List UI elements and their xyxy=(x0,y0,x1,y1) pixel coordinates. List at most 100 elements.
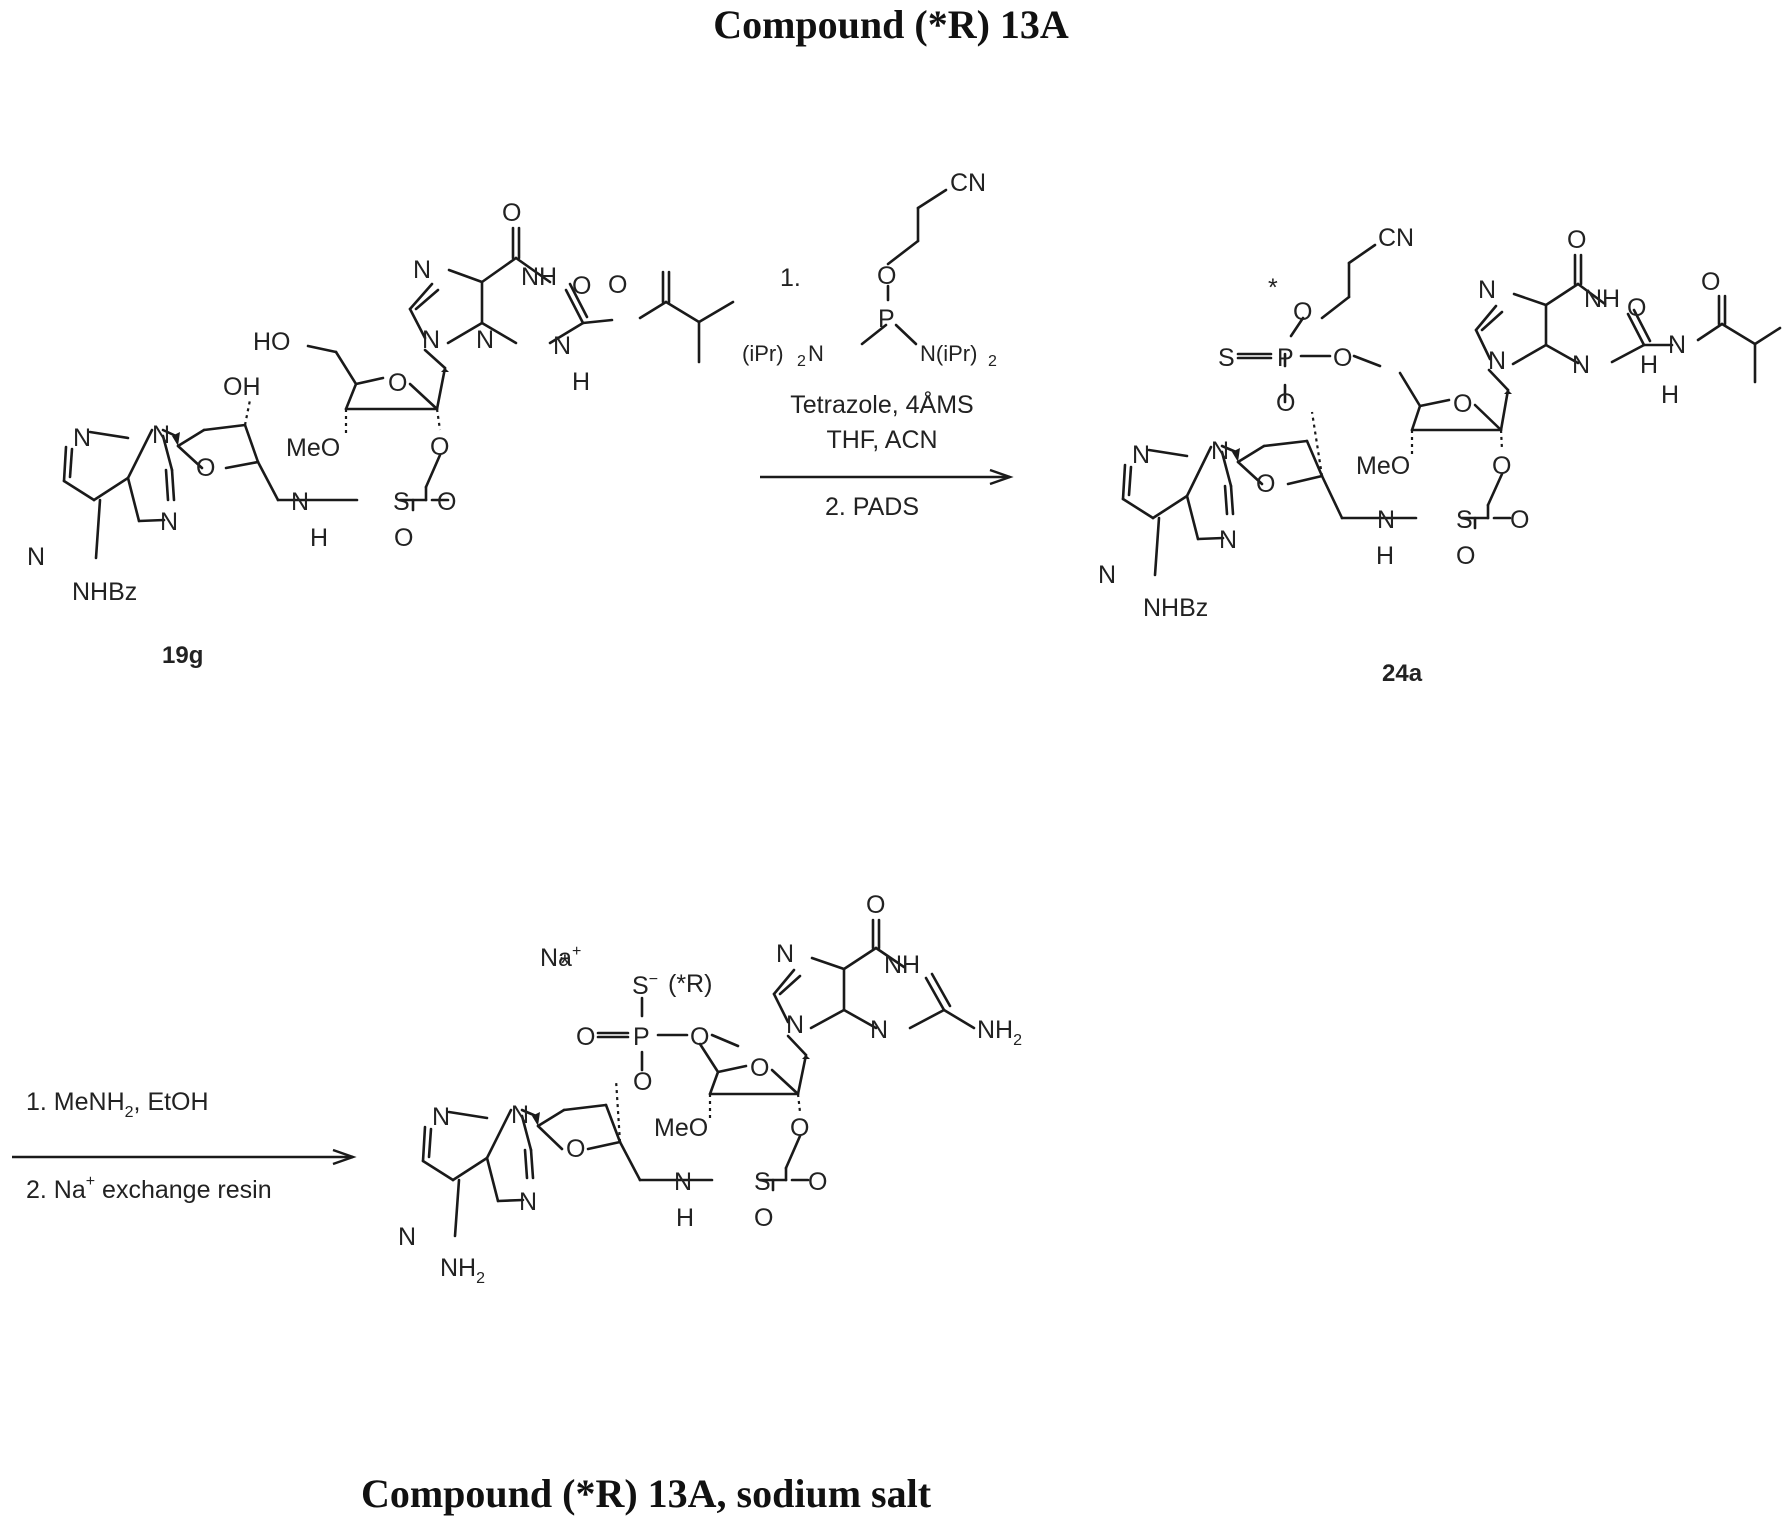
svg-text:O: O xyxy=(1256,470,1275,498)
svg-text:O: O xyxy=(1276,389,1295,417)
svg-text:O: O xyxy=(750,1054,769,1082)
svg-text:S: S xyxy=(1456,506,1473,534)
svg-text:N: N xyxy=(160,508,178,536)
svg-text:N: N xyxy=(519,1188,537,1216)
svg-text:H: H xyxy=(1376,542,1394,570)
svg-text:O: O xyxy=(566,1135,585,1163)
svg-text:N: N xyxy=(1668,331,1686,359)
svg-text:H: H xyxy=(310,524,328,552)
svg-text:S: S xyxy=(1218,344,1235,372)
label-24a: 24a xyxy=(1382,660,1423,687)
reagent-phosphoramidite: CN O P 1. (iPr) 2 N N(iPr) 2 Tetrazole, … xyxy=(742,169,997,521)
svg-text:MeO: MeO xyxy=(654,1114,708,1142)
atoms-19g: O NH O N N N N H O HO O OH MeO O O N H S… xyxy=(27,199,627,669)
svg-text:1.: 1. xyxy=(780,264,801,292)
svg-text:O: O xyxy=(1293,298,1312,326)
svg-text:N: N xyxy=(511,1101,529,1129)
svg-text:O: O xyxy=(790,1114,809,1142)
reaction-arrow-2 xyxy=(12,1150,353,1164)
svg-text:N: N xyxy=(1488,347,1506,375)
svg-text:N: N xyxy=(870,1016,888,1044)
svg-text:H: H xyxy=(1640,351,1658,379)
svg-text:N: N xyxy=(291,488,309,516)
svg-text:MeO: MeO xyxy=(1356,452,1410,480)
svg-text:OH: OH xyxy=(223,373,261,401)
svg-text:O: O xyxy=(430,433,449,461)
svg-text:O: O xyxy=(1453,390,1472,418)
atoms-13a-sodium: Na+ * S− (*R) O P O O O NH N N N NH2 O M… xyxy=(398,891,1022,1287)
svg-text:O: O xyxy=(1492,452,1511,480)
svg-text:O: O xyxy=(196,454,215,482)
svg-text:S: S xyxy=(754,1168,771,1196)
svg-text:NH: NH xyxy=(1584,285,1620,313)
svg-text:N: N xyxy=(1572,351,1590,379)
svg-text:CN: CN xyxy=(1378,224,1414,252)
svg-text:N: N xyxy=(27,543,45,571)
reagent-methylamine: 1. MeNH2, EtOH xyxy=(26,1088,209,1121)
svg-text:O: O xyxy=(502,199,521,227)
svg-text:NH: NH xyxy=(521,263,557,291)
svg-text:O: O xyxy=(633,1068,652,1096)
reaction-arrow-1 xyxy=(760,470,1010,484)
amino-group-adenine: NH2 xyxy=(440,1254,485,1287)
svg-text:N: N xyxy=(1211,437,1229,465)
svg-text:P: P xyxy=(1277,344,1294,372)
svg-text:O: O xyxy=(1627,294,1646,322)
svg-text:*: * xyxy=(560,950,570,978)
svg-text:O: O xyxy=(437,488,456,516)
thiolate: S− xyxy=(632,971,658,1000)
svg-text:N: N xyxy=(152,421,170,449)
svg-text:N: N xyxy=(1377,506,1395,534)
svg-text:NHBz: NHBz xyxy=(72,578,137,606)
reagent-pads: 2. PADS xyxy=(825,493,919,521)
svg-text:N: N xyxy=(476,326,494,354)
label-19g: 19g xyxy=(162,642,203,669)
svg-text:O: O xyxy=(576,1023,595,1051)
svg-text:N: N xyxy=(432,1103,450,1131)
reagent-solvent: THF, ACN xyxy=(826,426,937,454)
svg-text:N: N xyxy=(674,1168,692,1196)
svg-text:2: 2 xyxy=(988,353,997,370)
svg-text:O: O xyxy=(866,891,885,919)
svg-text:O: O xyxy=(1510,506,1529,534)
svg-text:CN: CN xyxy=(950,169,986,197)
svg-text:MeO: MeO xyxy=(286,434,340,462)
svg-text:N: N xyxy=(413,256,431,284)
svg-text:O: O xyxy=(754,1204,773,1232)
reagent-tetrazole: Tetrazole, 4ÅMS xyxy=(790,389,973,419)
svg-text:O: O xyxy=(1456,542,1475,570)
title-top: Compound (*R) 13A xyxy=(713,2,1069,47)
svg-text:O: O xyxy=(808,1168,827,1196)
svg-text:P: P xyxy=(633,1023,650,1051)
svg-text:N: N xyxy=(553,332,571,360)
svg-text:HO: HO xyxy=(253,328,291,356)
svg-text:O: O xyxy=(394,524,413,552)
svg-text:O: O xyxy=(1701,268,1720,296)
stereo-descriptor: (*R) xyxy=(668,970,712,998)
svg-text:O: O xyxy=(1567,226,1586,254)
svg-text:N: N xyxy=(1219,526,1237,554)
svg-text:N: N xyxy=(1478,276,1496,304)
svg-text:N: N xyxy=(786,1011,804,1039)
svg-text:NH: NH xyxy=(884,951,920,979)
svg-text:NHBz: NHBz xyxy=(1143,594,1208,622)
svg-text:O: O xyxy=(608,271,627,299)
svg-text:N: N xyxy=(1132,441,1150,469)
svg-text:N: N xyxy=(398,1223,416,1251)
svg-text:N: N xyxy=(422,326,440,354)
svg-text:N: N xyxy=(808,341,824,366)
svg-text:H: H xyxy=(676,1204,694,1232)
svg-text:N: N xyxy=(1098,561,1116,589)
svg-text:N: N xyxy=(73,424,91,452)
atoms-24a: CN * O S P O O O NH O N N N H N O H O Me… xyxy=(1098,224,1720,687)
svg-text:O: O xyxy=(690,1023,709,1051)
svg-text:O: O xyxy=(572,272,591,300)
svg-text:*: * xyxy=(1268,274,1278,302)
svg-text:(iPr): (iPr) xyxy=(742,341,784,366)
svg-text:N: N xyxy=(776,940,794,968)
svg-text:N(iPr): N(iPr) xyxy=(920,341,977,366)
reagent-exchange-resin: 2. Na+ exchange resin xyxy=(26,1173,272,1204)
svg-text:O: O xyxy=(877,262,896,290)
amino-group-guanine: NH2 xyxy=(977,1016,1022,1049)
